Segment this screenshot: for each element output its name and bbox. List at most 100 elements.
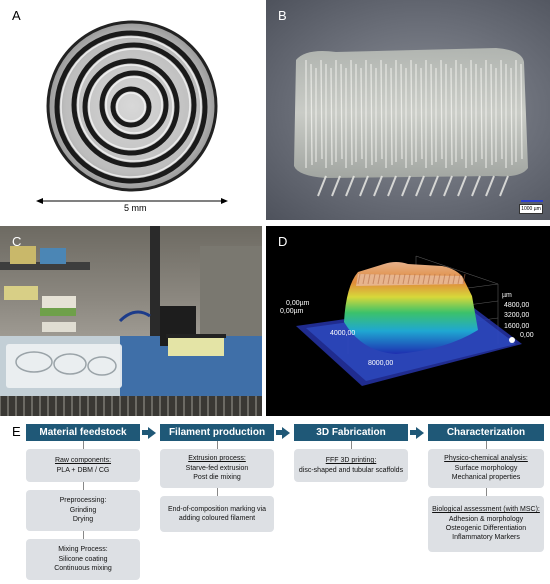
tube-texture-line <box>330 67 333 166</box>
box-fff-3d-printing: FFF 3D printing: disc-shaped and tubular… <box>294 449 408 482</box>
tube-texture-line <box>410 59 413 166</box>
tube-texture-line <box>490 63 493 166</box>
tube-texture-line <box>440 59 443 160</box>
tube-fringe-strand <box>345 175 355 197</box>
tube-texture-line <box>320 59 323 160</box>
peak-ridge <box>427 273 431 285</box>
tube-texture-line <box>470 59 473 166</box>
connector <box>486 441 487 449</box>
peak-ridge <box>372 273 376 285</box>
arrow-2-stem <box>276 430 282 435</box>
box-mixing-process: Mixing Process: Silicone coating Continu… <box>26 539 140 580</box>
box-title: FFF 3D printing: <box>325 457 377 465</box>
scale-bar-a <box>36 198 228 204</box>
box-line: Grinding <box>69 506 97 514</box>
connector <box>351 441 352 449</box>
spiral-ring <box>54 30 208 184</box>
tube-fringe-strand <box>387 175 397 197</box>
peak-ridge <box>452 273 456 285</box>
tube-texture-line <box>370 63 373 166</box>
panel-a-letter: A <box>12 8 21 23</box>
arrow-3-stem <box>410 430 416 435</box>
tube-fringe-strand <box>401 175 411 197</box>
peak-ridge <box>412 273 416 285</box>
panel-c-letter: C <box>12 234 22 249</box>
tubular-scaffold-photo <box>294 48 528 197</box>
arrow-3-icon <box>416 427 424 439</box>
header-filament-production: Filament production <box>160 424 274 441</box>
box-line: disc-shaped and tubular scaffolds <box>298 466 404 474</box>
peak-ridge <box>462 273 466 285</box>
connector <box>83 482 84 490</box>
d-z-3200-label: 3200,00 <box>504 312 530 319</box>
connector <box>83 531 84 539</box>
d-y-far-label: 8000,00 <box>368 360 394 367</box>
d-z-1600-label: 1600,00 <box>504 323 530 330</box>
peak-ridge <box>457 273 461 285</box>
tube-fringe-strand <box>485 175 495 197</box>
tube-texture-line <box>430 63 433 166</box>
peak-ridge <box>407 273 411 285</box>
peak-ridge <box>422 273 426 285</box>
panel-b-letter: B <box>278 8 287 23</box>
d-z-unit-label: µm <box>502 292 512 299</box>
box-line: Adhesion & morphology <box>448 515 524 523</box>
peak-ridge <box>377 273 381 285</box>
peak-ridge <box>442 273 446 285</box>
box-line: Inflammatory Markers <box>452 534 520 542</box>
tube-texture-line <box>340 63 343 160</box>
box-line: Post die mixing <box>193 474 241 482</box>
box-line: Drying <box>72 516 94 524</box>
peak-ridge <box>437 273 441 285</box>
box-end-of-composition-marking: End-of-composition marking via adding co… <box>160 496 274 532</box>
arrow-2-icon <box>282 427 290 439</box>
panel-d: D 0,0 <box>266 226 550 416</box>
header-characterization: Characterization <box>428 424 544 441</box>
d-origin-x-label: 0,00µm <box>286 300 310 307</box>
tube-texture-line <box>500 59 503 160</box>
box-line: End-of-composition marking via <box>167 505 267 513</box>
spiral-ring <box>82 58 180 156</box>
tube-texture-line <box>400 63 403 160</box>
box-line: Silicone coating <box>58 555 108 563</box>
arrow-1-stem <box>142 430 148 435</box>
spiral-ring-highlight <box>60 36 202 178</box>
box-title: Physico-chemical analysis: <box>444 455 528 463</box>
tube-fringe-strand <box>499 175 509 197</box>
panel-e-letter: E <box>12 424 21 439</box>
tube-fringe-strand <box>373 175 383 197</box>
spiral-ring-highlight <box>105 76 163 134</box>
tube-texture-line <box>420 67 423 160</box>
d-z-4800-label: 4800,00 <box>504 302 530 309</box>
peak-ridge <box>432 273 436 285</box>
d-y-mid-label: 4000,00 <box>330 330 356 337</box>
printer-setup-photo <box>0 226 262 416</box>
header-material-feedstock: Material feedstock <box>26 424 140 441</box>
box-title: Extrusion process: <box>188 455 246 463</box>
tube-fringe-strand <box>317 175 327 197</box>
header-3d-fabrication: 3D Fabrication <box>294 424 408 441</box>
spiral-ring-highlight <box>116 92 146 122</box>
tube-texture-line <box>390 67 393 166</box>
tube-fringe-strand <box>429 175 439 197</box>
box-line: PLA + DBM / CG <box>56 466 110 474</box>
tube-texture-line <box>480 67 483 160</box>
box-line: Mechanical properties <box>451 474 521 482</box>
tube-texture-line <box>520 63 523 160</box>
connector <box>217 441 218 449</box>
box-title: Preprocessing: <box>59 497 107 505</box>
tube-fringe-strand <box>331 175 341 197</box>
d-origin-y-label: 0,00µm <box>280 308 304 315</box>
tube-texture-line <box>360 67 363 160</box>
box-biological-assessment: Biological assessment (with MSC): Adhesi… <box>428 496 544 552</box>
spiral-ring <box>99 70 169 140</box>
spiral-ring <box>110 86 152 128</box>
peak-ridge <box>362 273 366 285</box>
tube-texture-line <box>460 63 463 160</box>
connector <box>83 441 84 449</box>
box-extrusion-process: Extrusion process: Starve-fed extrusion … <box>160 449 274 488</box>
tube-fringe-strand <box>415 175 425 197</box>
connector <box>217 488 218 496</box>
peak-ridge <box>382 273 386 285</box>
box-line: Osteogenic Differentiation <box>445 525 527 532</box>
